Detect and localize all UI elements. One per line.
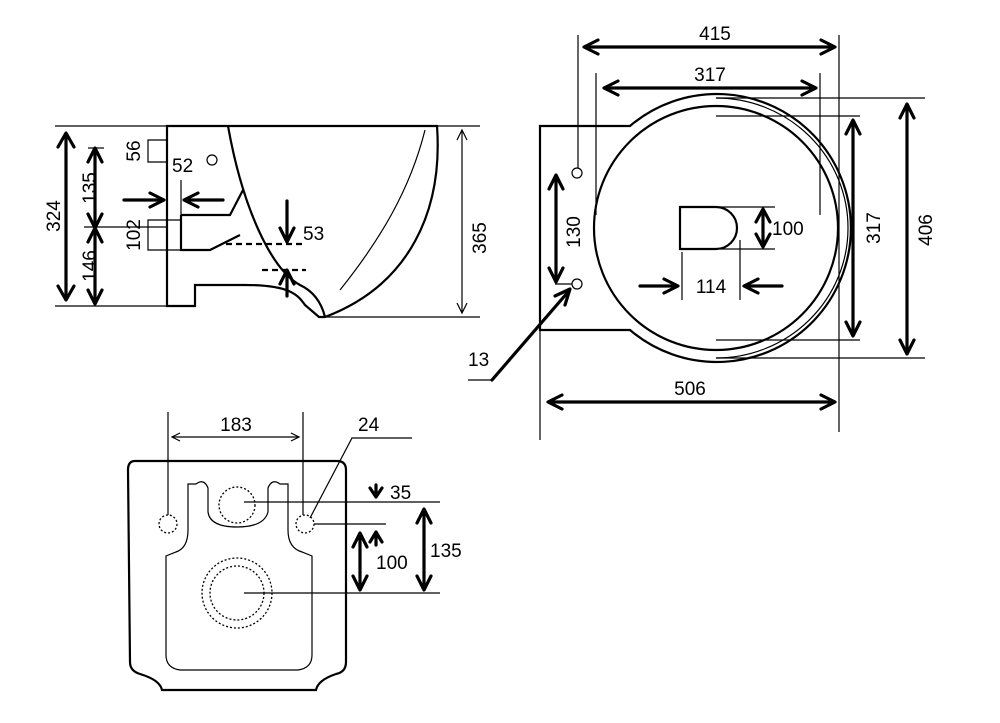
top-outlet-shape bbox=[678, 205, 739, 251]
dim-506-label: 506 bbox=[674, 379, 706, 400]
dim-324-label: 324 bbox=[44, 200, 65, 232]
back-outer-outline bbox=[126, 459, 348, 692]
top-bowl-circle bbox=[592, 104, 840, 352]
dim-415-label: 415 bbox=[699, 24, 731, 45]
dim-35-arrow bbox=[368, 483, 384, 499]
dim-24-label: 24 bbox=[358, 415, 380, 436]
dim-100-label: 100 bbox=[376, 553, 408, 574]
top-body-outline bbox=[538, 92, 853, 364]
dim-35-label: 35 bbox=[390, 483, 411, 504]
dim-406-label: 406 bbox=[916, 214, 937, 246]
side-bowl-rim bbox=[339, 129, 426, 291]
dim-146-label: 146 bbox=[80, 250, 101, 282]
dim-130-label: 130 bbox=[564, 216, 585, 248]
top-fixing-hole-lower bbox=[571, 278, 583, 290]
dim-102-label: 102 bbox=[124, 219, 145, 251]
dim-114-label: 114 bbox=[696, 277, 727, 298]
dim-135-label: 135 bbox=[80, 172, 101, 204]
dim-56-bracket bbox=[147, 139, 167, 163]
side-view: 324 135 146 56 52 102 53 365 bbox=[44, 124, 491, 319]
back-hole-left bbox=[158, 514, 178, 534]
top-outer-rim bbox=[715, 97, 849, 359]
dim-100-label: 100 bbox=[772, 219, 804, 240]
back-inner-outline bbox=[165, 481, 313, 671]
dim-102-bracket bbox=[147, 219, 181, 251]
dim-317-height-label: 317 bbox=[864, 212, 885, 244]
dim-53-label: 53 bbox=[303, 224, 324, 245]
dim-24-leader bbox=[309, 437, 412, 519]
back-view: 183 24 35 100 135 bbox=[126, 412, 462, 692]
dim-183-label: 183 bbox=[220, 415, 252, 436]
dim-13-arrow bbox=[490, 290, 570, 382]
dim-13-label: 13 bbox=[468, 350, 489, 371]
back-inlet-circle bbox=[218, 486, 256, 524]
back-hole-right bbox=[295, 514, 315, 534]
top-view: 415 317 130 100 317 406 114 13 50 bbox=[468, 24, 937, 440]
dim-365-label: 365 bbox=[470, 222, 491, 254]
side-inlet-hole bbox=[206, 154, 218, 166]
dim-52-label: 52 bbox=[172, 156, 193, 177]
side-outlet-channel bbox=[179, 189, 244, 252]
dim-135-label: 135 bbox=[430, 541, 462, 562]
side-body-outline bbox=[165, 124, 439, 319]
top-fixing-hole-upper bbox=[571, 167, 583, 179]
dim-56-label: 56 bbox=[124, 140, 145, 161]
dim-317-width-label: 317 bbox=[694, 65, 726, 86]
